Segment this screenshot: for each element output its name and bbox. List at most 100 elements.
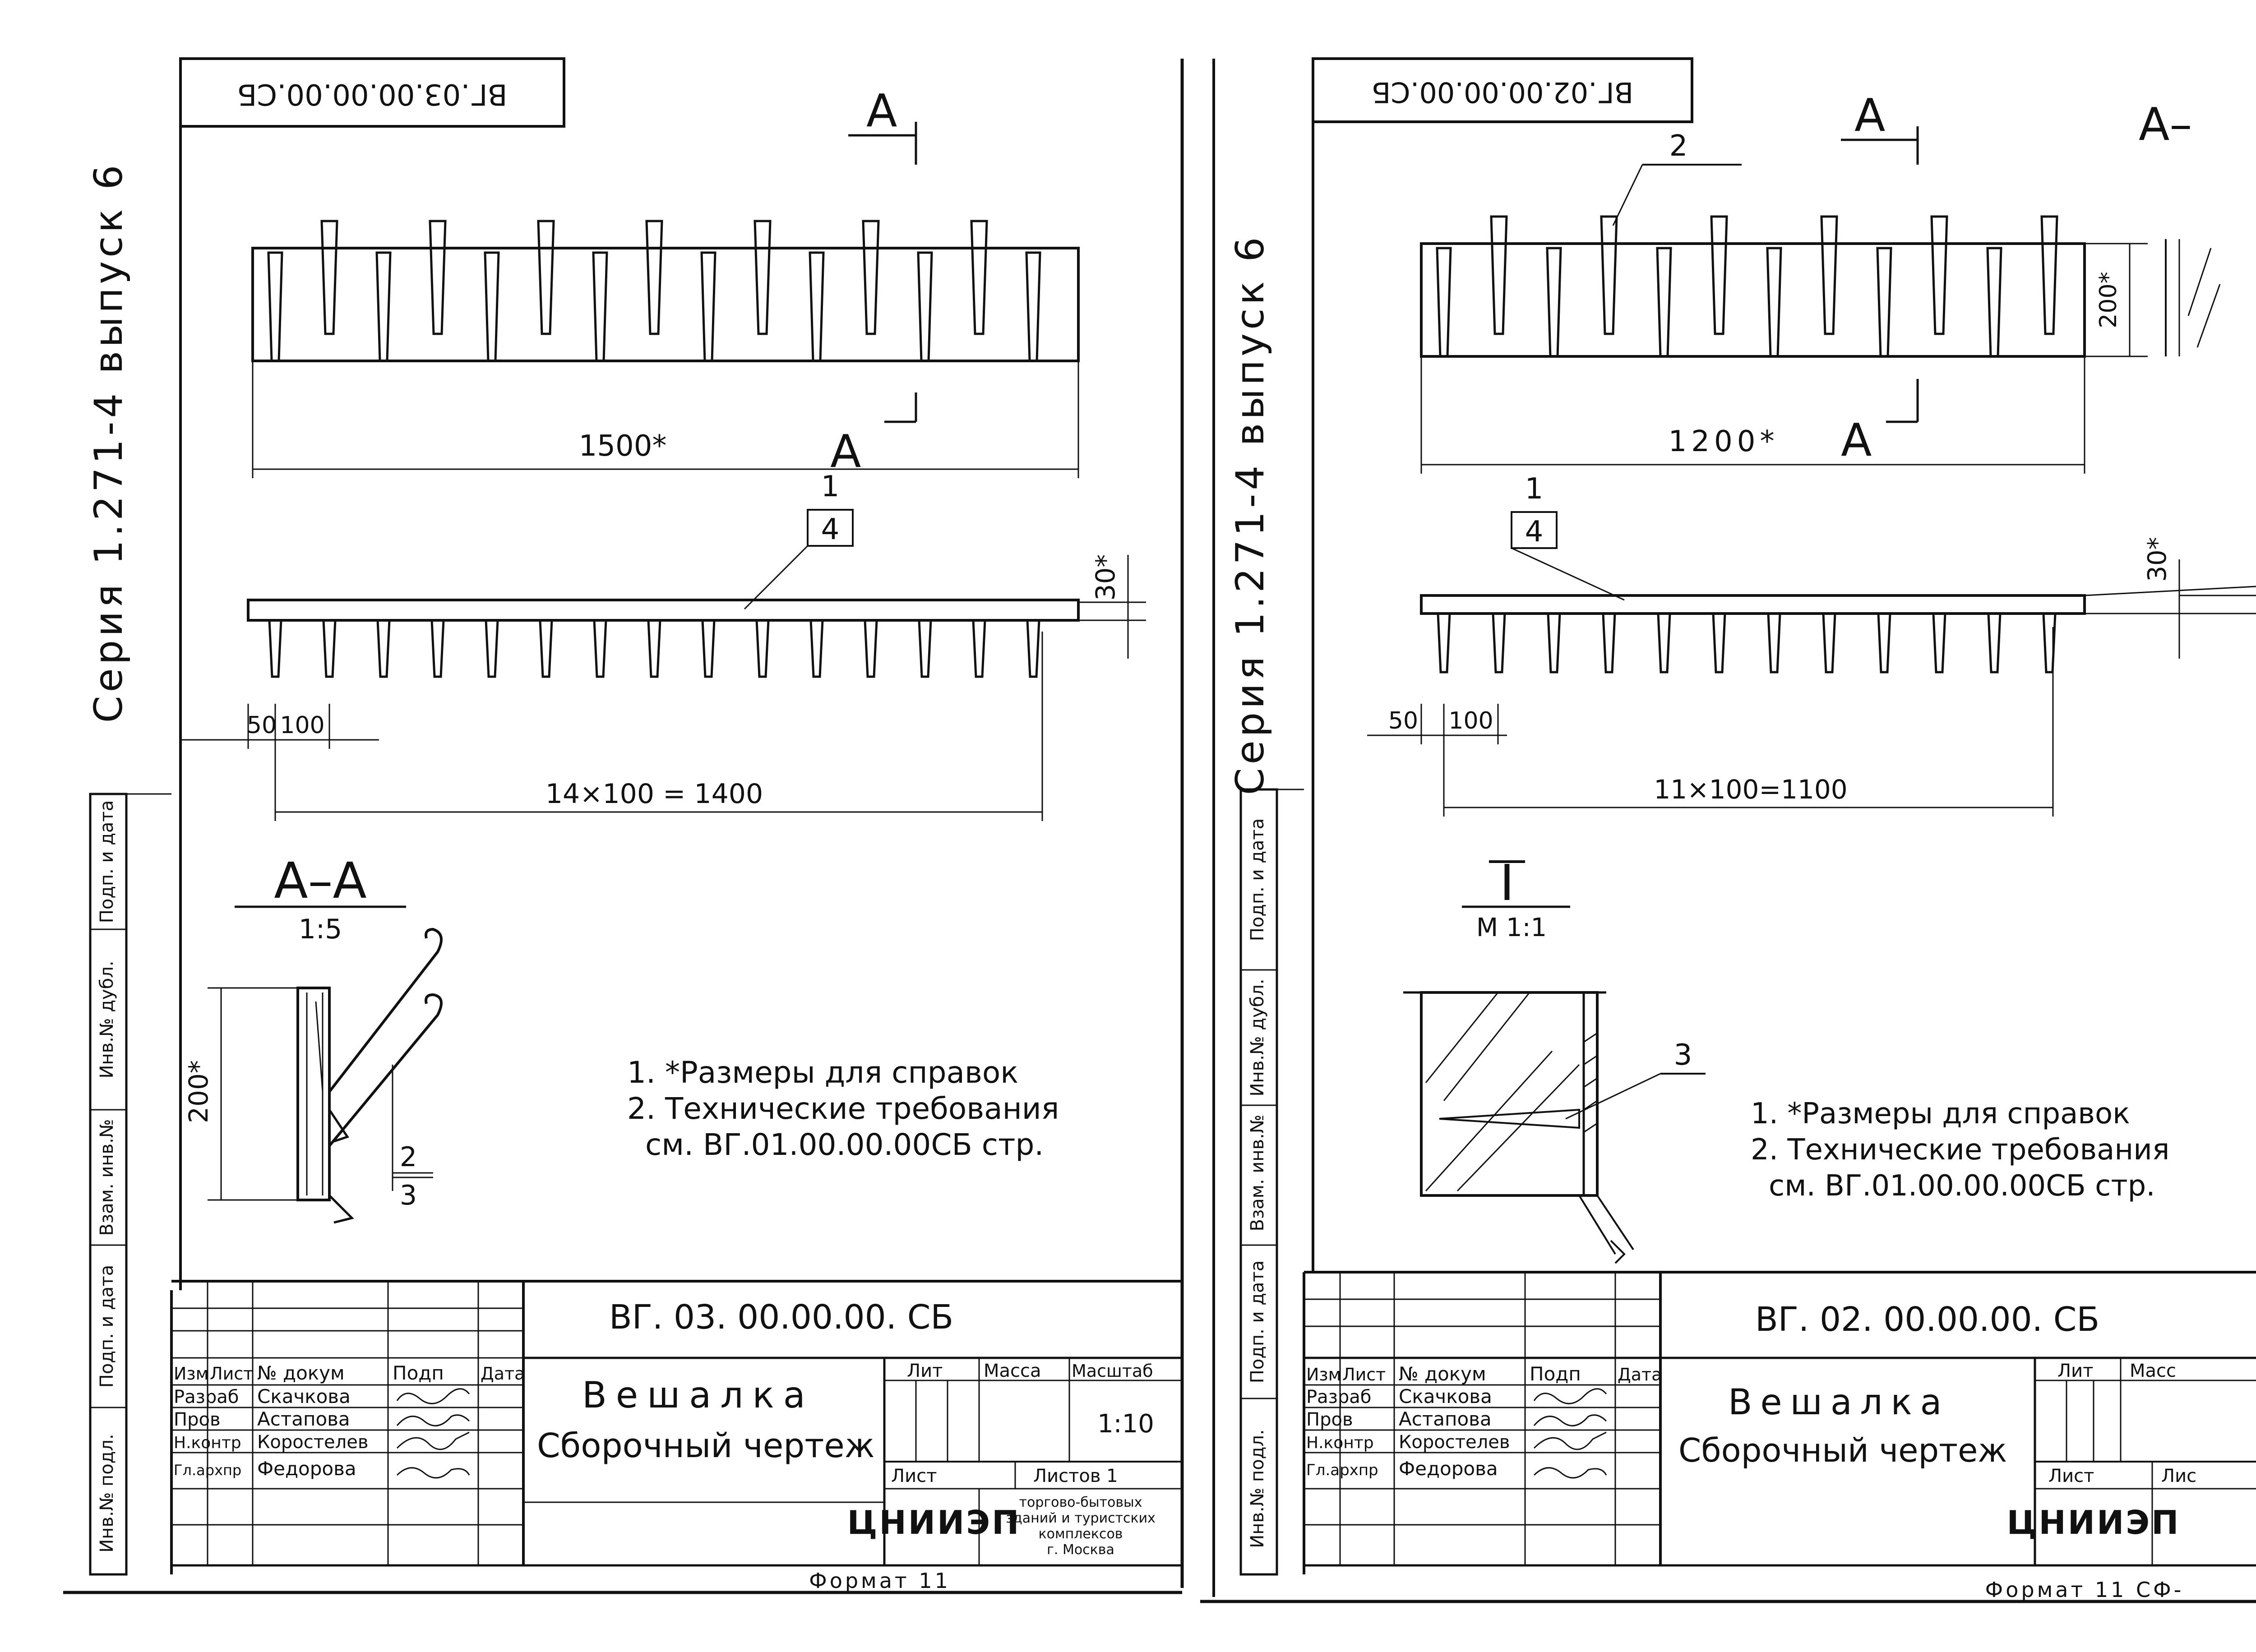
hanger-peg [320, 220, 338, 335]
hanger-peg [1766, 247, 1782, 358]
hanger-peg [430, 619, 445, 678]
col-header-docnum: № докум [1399, 1363, 1486, 1385]
hanger-peg [1547, 612, 1561, 674]
dimension-length: 1200* [1420, 356, 2085, 474]
hanger-peg [592, 251, 608, 362]
notes: 1. *Размеры для справок 2. Технические т… [627, 1055, 1059, 1162]
hanger-peg [429, 220, 447, 335]
dim-edge-label: 50 [247, 712, 277, 739]
top-stamp: ВГ.03.00.00.00.СБ [179, 57, 565, 128]
person-developer: Скачкова [257, 1385, 351, 1407]
col-header-docnum: № докум [257, 1362, 345, 1384]
lit-header: Лит [907, 1361, 943, 1381]
hanger-peg [537, 220, 555, 335]
hanger-peg [970, 220, 988, 335]
hanger-peg [809, 251, 825, 362]
hanger-peg [700, 251, 717, 362]
leader-count: 4 [821, 513, 840, 546]
hanger-peg [1712, 612, 1726, 674]
lit-header: Лит [2057, 1361, 2093, 1381]
hanger-peg [539, 619, 553, 678]
sheet-header: Лист [2048, 1466, 2094, 1486]
col-header-sign: Подп [393, 1362, 444, 1384]
hanger-front-view [1420, 215, 2086, 358]
section-scale: 1:5 [299, 914, 342, 945]
side-col-replace: Взам. инв.№ [97, 1119, 117, 1236]
section-mark-bottom: А [830, 392, 917, 478]
section-mark-letter: А [866, 84, 897, 137]
part-count: 3 [400, 1180, 417, 1211]
leader-position: 1 [1525, 472, 1544, 506]
scale-header: Масштаб [1072, 1361, 1153, 1381]
side-col-sign-date: Подп. и дата [97, 1265, 117, 1388]
section-mark-letter: А [1854, 89, 1885, 142]
org-line-4: г. Москва [1047, 1542, 1114, 1558]
hanger-peg [647, 619, 661, 678]
hanger-peg [322, 619, 337, 678]
org-line-1: торгово-бытовых [1019, 1495, 1142, 1510]
hanger-peg [701, 619, 716, 678]
dim-chain-label: 14×100 = 1400 [546, 778, 763, 810]
hanger-peg [754, 220, 772, 335]
hanger-top-view: 30* [1420, 537, 2256, 674]
hanger-peg [917, 251, 933, 362]
hanger-peg [1932, 612, 1946, 674]
sheets-header: Лис [2161, 1466, 2196, 1486]
side-col-dup: Инв.№ дубл. [1247, 979, 1268, 1097]
org-logo: ЦНИИЭП [2007, 1504, 2181, 1541]
hanger-peg [1767, 612, 1781, 674]
hanger-peg [375, 251, 392, 362]
person-developer: Скачкова [1399, 1385, 1492, 1407]
note-line-3: см. ВГ.01.00.00.00СБ стр. [1769, 1169, 2155, 1203]
side-series-label: Серия 1.271-4 выпуск 6 [86, 162, 131, 723]
detail-title: I [1500, 854, 1514, 912]
hanger-peg [645, 220, 663, 335]
side-column-left: Инв.№ подл. Подп. и дата Взам. инв.№ Инв… [89, 793, 171, 1576]
hanger-peg [485, 619, 499, 678]
side-col-dup: Инв.№ дубл. [97, 961, 117, 1079]
side-col-sign-date-2: Подп. и дата [1247, 818, 1268, 941]
role-normcontrol: Н.контр [174, 1434, 241, 1452]
doc-code: ВГ. 02. 00.00.00. СБ [1755, 1300, 2099, 1339]
section-aa: А–А 1:5 200* 2 3 [183, 852, 443, 1224]
hanger-peg [593, 619, 607, 678]
person-checker: Астапова [1399, 1408, 1492, 1430]
dimension-length: 1500* [252, 361, 1079, 478]
hanger-peg [2040, 215, 2058, 335]
col-header-list: Лист [1342, 1365, 1386, 1384]
hanger-peg [972, 619, 986, 678]
dim-height-label: 200* [2095, 272, 2122, 328]
position-leader-top: 2 [1612, 129, 1742, 226]
note-line-3: см. ВГ.01.00.00.00СБ стр. [645, 1127, 1044, 1162]
position-leader: 1 4 [1511, 472, 1625, 601]
org-line-3: комплексов [1038, 1526, 1123, 1542]
hanger-front-view [251, 220, 1080, 362]
pos-top-label: 2 [1669, 129, 1688, 163]
right-sheet: ВГ.02.00.00.00.СБ Серия 1.271-4 выпуск 6… [1200, 57, 2256, 1603]
hanger-top-view: 30* [247, 554, 1146, 678]
col-header-date: Дата [481, 1364, 525, 1384]
part-position: 2 [400, 1141, 417, 1173]
role-checker: Пров [1306, 1409, 1353, 1430]
org-line-2: зданий и туристских [1006, 1510, 1156, 1526]
dimension-edge: 50 100 [1367, 704, 1507, 744]
doc-code: ВГ. 03. 00.00.00. СБ [609, 1298, 953, 1337]
person-normcontrol: Коростелев [1399, 1432, 1510, 1453]
col-header-date: Дата [1618, 1365, 1662, 1384]
top-stamp-code: ВГ.03.00.00.00.СБ [237, 77, 508, 111]
drawing-name: Вешалка [582, 1374, 814, 1416]
hanger-peg [864, 619, 878, 678]
hanger-peg [484, 251, 500, 362]
hanger-peg [1822, 612, 1836, 674]
side-col-replace: Взам. инв.№ [1247, 1115, 1268, 1232]
hanger-peg [376, 619, 391, 678]
section-mark-letter: А [1841, 414, 1872, 466]
person-normcontrol: Коростелев [257, 1432, 368, 1453]
sheets-header: Листов 1 [1033, 1466, 1118, 1486]
side-col-sign-date-2: Подп. и дата [97, 800, 117, 923]
side-column-right: Инв.№ подл. Подп. и дата Взам. инв.№ Инв… [1239, 788, 1304, 1576]
col-header-list: Лист [210, 1364, 253, 1384]
position-leader: 1 4 [744, 470, 854, 610]
mass-header: Масс [2130, 1361, 2176, 1381]
